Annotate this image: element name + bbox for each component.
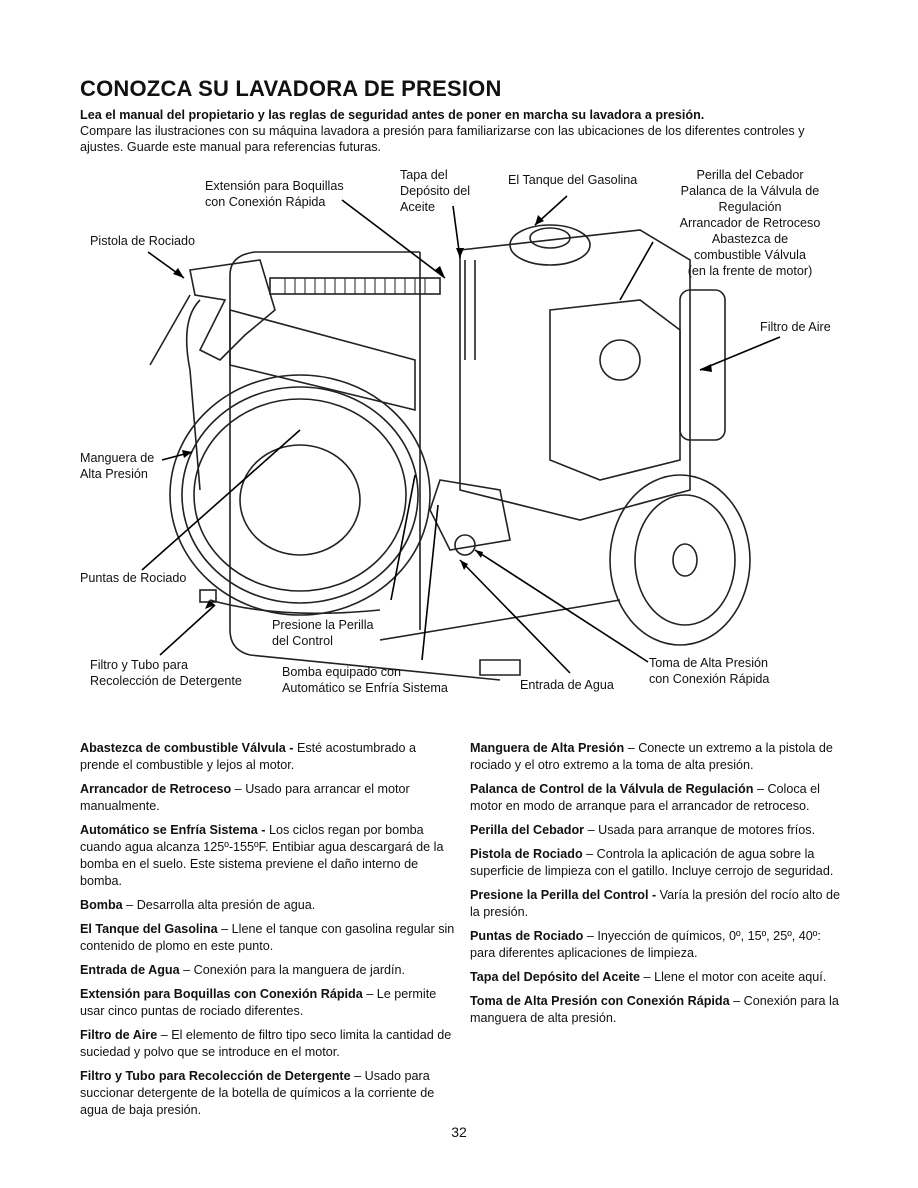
definition-text: – Llene el motor con aceite aquí. bbox=[640, 970, 827, 984]
definitions-left-column: Abastezca de combustible Válvula - Esté … bbox=[80, 740, 455, 1126]
label-hose-line1: Manguera de bbox=[80, 451, 155, 465]
label-pressure-knob: Presione la Perilla del Control bbox=[272, 617, 374, 649]
label-oil-cap-line3: Aceite bbox=[400, 200, 436, 214]
label-detergent-filter-line2: Recolección de Detergente bbox=[90, 674, 242, 688]
definition-entry: Perilla del Cebador – Usada para arranqu… bbox=[470, 822, 845, 839]
definition-term: Filtro de Aire bbox=[80, 1028, 158, 1042]
label-right-group: Perilla del Cebador Palanca de la Válvul… bbox=[675, 167, 825, 279]
definition-text: – Inyección de químicos, 0º, 15º, 25º, 4… bbox=[470, 929, 821, 960]
definition-text: Esté acostumbrado a prende el combustibl… bbox=[80, 741, 416, 772]
definition-term: El Tanque del Gasolina bbox=[80, 922, 218, 936]
definition-entry: Arrancador de Retroceso – Usado para arr… bbox=[80, 781, 455, 815]
label-spray-tips: Puntas de Rociado bbox=[80, 571, 187, 585]
label-extension: Extensión para Boquillas con Conexión Rá… bbox=[205, 178, 344, 210]
label-recoil-starter: Arrancador de Retroceso bbox=[679, 216, 821, 230]
definition-text: – Conexión para la manguera de jardín. bbox=[179, 963, 406, 977]
label-pressure-knob-line1: Presione la Perilla bbox=[272, 618, 374, 632]
definition-text: – Desarrolla alta presión de agua. bbox=[122, 898, 316, 912]
definition-entry: Manguera de Alta Presión – Conecte un ex… bbox=[470, 740, 845, 774]
label-hose: Manguera de Alta Presión bbox=[80, 450, 154, 482]
label-pump: Bomba equipado con Automático se Enfría … bbox=[282, 664, 448, 696]
label-throttle-line2: Regulación bbox=[718, 200, 782, 214]
definition-entry: Toma de Alta Presión con Conexión Rápida… bbox=[470, 993, 845, 1027]
definition-term: Tapa del Depósito del Aceite bbox=[470, 970, 641, 984]
label-throttle-line1: Palanca de la Válvula de bbox=[680, 184, 820, 198]
label-outlet: Toma de Alta Presión con Conexión Rápida bbox=[649, 655, 769, 687]
definition-term: Palanca de Control de la Válvula de Regu… bbox=[470, 782, 754, 796]
definition-entry: Presione la Perilla del Control - Varía … bbox=[470, 887, 845, 921]
definition-text: – El elemento de filtro tipo seco limita… bbox=[80, 1028, 452, 1059]
definition-term: Puntas de Rociado bbox=[470, 929, 584, 943]
label-fuel-valve-line3: (en la frente de motor) bbox=[687, 264, 813, 278]
definition-entry: El Tanque del Gasolina – Llene el tanque… bbox=[80, 921, 455, 955]
page-title: CONOZCA SU LAVADORA DE PRESION bbox=[80, 76, 502, 101]
label-fuel-valve-line1: Abastezca de bbox=[711, 232, 789, 246]
label-hose-line2: Alta Presión bbox=[80, 467, 148, 481]
definition-text: – Le permite usar cinco puntas de rociad… bbox=[80, 987, 437, 1018]
definition-term: Presione la Perilla del Control - bbox=[470, 888, 657, 902]
definition-text: – Llene el tanque con gasolina regular s… bbox=[80, 922, 455, 953]
definition-text: – Usado para arrancar el motor manualmen… bbox=[80, 782, 410, 813]
definition-entry: Abastezca de combustible Válvula - Esté … bbox=[80, 740, 455, 774]
definition-term: Filtro y Tubo para Recolección de Deterg… bbox=[80, 1069, 351, 1083]
definition-term: Perilla del Cebador bbox=[470, 823, 585, 837]
definition-text: Varía la presión del rocío alto de la pr… bbox=[470, 888, 841, 919]
pressure-washer-illustration bbox=[141, 195, 781, 681]
label-extension-line2: con Conexión Rápida bbox=[205, 195, 326, 209]
definition-entry: Entrada de Agua – Conexión para la mangu… bbox=[80, 962, 455, 979]
definitions-right-column: Manguera de Alta Presión – Conecte un ex… bbox=[470, 740, 845, 1034]
definition-entry: Bomba – Desarrolla alta presión de agua. bbox=[80, 897, 455, 914]
label-water-inlet: Entrada de Agua bbox=[520, 678, 614, 692]
label-fuel-valve-line2: combustible Válvula bbox=[693, 248, 806, 262]
label-outlet-line1: Toma de Alta Presión bbox=[649, 656, 769, 670]
definition-term: Bomba bbox=[80, 898, 123, 912]
definition-entry: Puntas de Rociado – Inyección de químico… bbox=[470, 928, 845, 962]
label-pump-line2: Automático se Enfría Sistema bbox=[282, 681, 448, 695]
label-pressure-knob-line2: del Control bbox=[272, 634, 333, 648]
definition-entry: Filtro de Aire – El elemento de filtro t… bbox=[80, 1027, 455, 1061]
definition-term: Automático se Enfría Sistema - bbox=[80, 823, 266, 837]
definition-term: Manguera de Alta Presión bbox=[470, 741, 625, 755]
definition-entry: Pistola de Rociado – Controla la aplicac… bbox=[470, 846, 845, 880]
label-oil-cap-line2: Depósito del bbox=[400, 184, 471, 198]
definition-term: Entrada de Agua bbox=[80, 963, 180, 977]
definition-entry: Automático se Enfría Sistema - Los ciclo… bbox=[80, 822, 455, 890]
label-detergent-filter-line1: Filtro y Tubo para bbox=[90, 658, 188, 672]
definition-term: Arrancador de Retroceso bbox=[80, 782, 232, 796]
definition-term: Toma de Alta Presión con Conexión Rápida bbox=[470, 994, 730, 1008]
definition-term: Pistola de Rociado bbox=[470, 847, 583, 861]
label-detergent-filter: Filtro y Tubo para Recolección de Deterg… bbox=[90, 657, 242, 689]
definition-entry: Tapa del Depósito del Aceite – Llene el … bbox=[470, 969, 845, 986]
definition-term: Extensión para Boquillas con Conexión Rá… bbox=[80, 987, 363, 1001]
label-spray-gun: Pistola de Rociado bbox=[90, 234, 196, 248]
definition-text: – Usado para succionar detergente de la … bbox=[80, 1069, 435, 1117]
label-fuel-tank: El Tanque del Gasolina bbox=[508, 173, 638, 187]
intro-text: Compare las ilustraciones con su máquina… bbox=[80, 124, 805, 154]
definition-text: – Usada para arranque de motores fríos. bbox=[584, 823, 816, 837]
label-oil-cap: Tapa del Depósito del Aceite bbox=[400, 167, 470, 215]
definition-text: – Coloca el motor en modo de arranque pa… bbox=[470, 782, 820, 813]
definition-text: – Controla la aplicación de agua sobre l… bbox=[470, 847, 834, 878]
definition-entry: Extensión para Boquillas con Conexión Rá… bbox=[80, 986, 455, 1020]
intro-paragraph: Lea el manual del propietario y las regl… bbox=[80, 107, 840, 155]
definition-entry: Filtro y Tubo para Recolección de Deterg… bbox=[80, 1068, 455, 1119]
label-outlet-line2: con Conexión Rápida bbox=[649, 672, 770, 686]
label-air-filter: Filtro de Aire bbox=[760, 320, 831, 334]
label-extension-line1: Extensión para Boquillas bbox=[205, 179, 344, 193]
definition-term: Abastezca de combustible Válvula - bbox=[80, 741, 294, 755]
definition-entry: Palanca de Control de la Válvula de Regu… bbox=[470, 781, 845, 815]
label-choke: Perilla del Cebador bbox=[696, 168, 804, 182]
label-oil-cap-line1: Tapa del bbox=[400, 168, 448, 182]
definition-text: Los ciclos regan por bomba cuando agua a… bbox=[80, 823, 444, 888]
label-pump-line1: Bomba equipado con bbox=[282, 665, 402, 679]
definition-text: – Conecte un extremo a la pistola de roc… bbox=[470, 741, 833, 772]
pressure-washer-diagram: Extensión para Boquillas con Conexión Rá… bbox=[80, 160, 840, 705]
page-number: 32 bbox=[451, 1124, 467, 1140]
intro-warning: Lea el manual del propietario y las regl… bbox=[80, 108, 705, 122]
definition-text: – Conexión para la manguera de alta pres… bbox=[470, 994, 839, 1025]
